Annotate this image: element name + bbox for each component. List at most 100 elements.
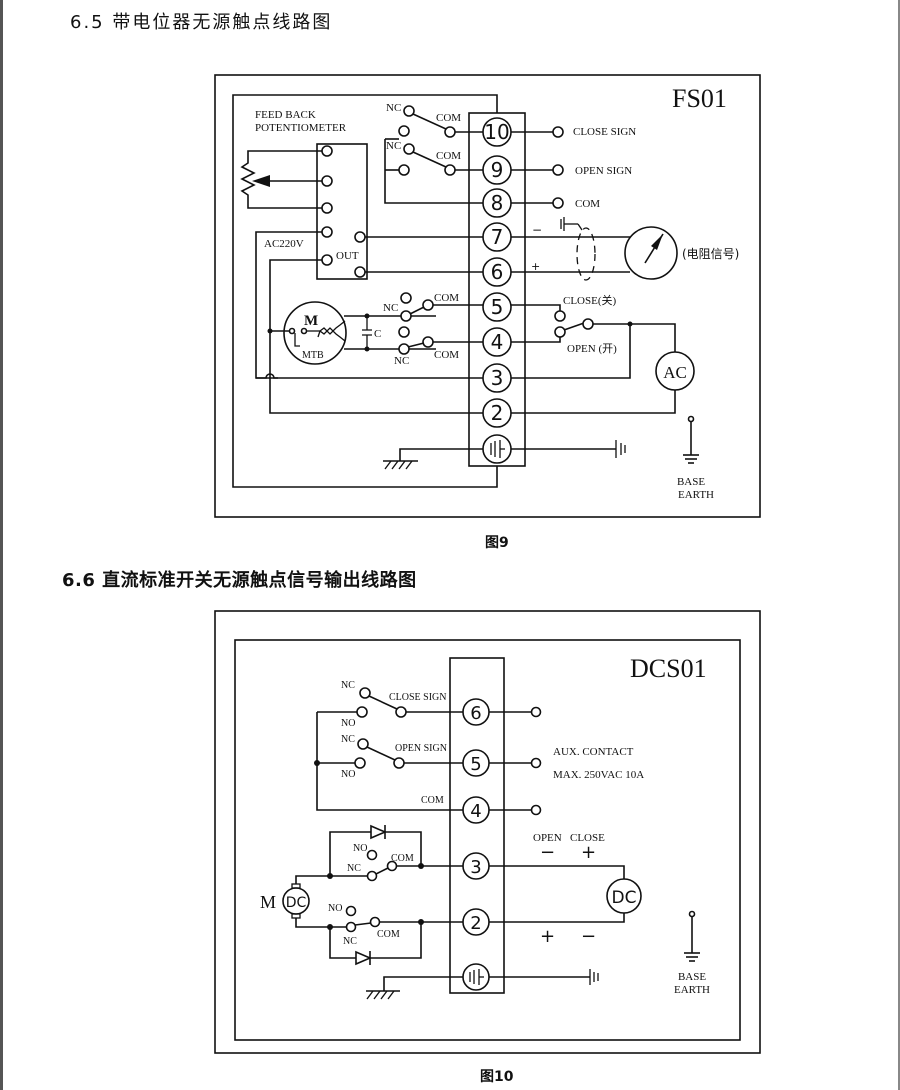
figure-caption-10: 图10 <box>480 1069 514 1085</box>
fs01-switch-common-wire <box>384 139 483 204</box>
dcs01-no-label-2: NO <box>341 769 355 780</box>
fs01-motor-label: M <box>304 313 318 329</box>
fs01-close-sign-label: CLOSE SIGN <box>573 126 636 138</box>
fs01-ground-terminal-icon <box>490 440 505 458</box>
fs01-limit-switch-open <box>398 143 483 176</box>
dcs01-com-label-4: COM <box>421 795 444 806</box>
page-edge-right <box>898 0 900 1090</box>
dcs01-com-label-3: COM <box>391 853 414 864</box>
fs01-potentiometer-board <box>316 143 368 280</box>
fs01-terminal-2-label: 2 <box>491 401 504 425</box>
fs01-base-label: BASE <box>677 476 705 488</box>
dcs01-chassis-ground-icon <box>366 990 400 1000</box>
fs01-wiper-arrow-icon <box>252 175 270 187</box>
fs01-nc-label-1: NC <box>386 102 401 114</box>
dcs01-ground-terminal-icon <box>469 969 484 985</box>
dcs01-lower-minus: − <box>581 926 596 947</box>
fs01-terminal-4-label: 4 <box>491 330 504 354</box>
dcs01-terminal-4-label: 4 <box>470 801 481 822</box>
dcs01-open-sign-label: OPEN SIGN <box>395 743 447 754</box>
dcs01-switch-common-wire <box>316 711 463 811</box>
dcs01-lower-plus: + <box>540 926 555 947</box>
dcs01-outer-frame <box>214 610 761 1054</box>
dcs01-terminals <box>462 698 490 991</box>
dcs01-open-sign-switch <box>354 738 463 769</box>
dcs01-base-earth-icon <box>684 916 700 962</box>
dcs01-open-label: OPEN <box>533 832 562 844</box>
dcs01-terminal-ground <box>462 963 490 991</box>
fs01-nc-label-2: NC <box>386 140 401 152</box>
dcs01-nc-label-1: NC <box>341 680 355 691</box>
fs01-shield-icon <box>576 227 596 281</box>
fs01-output-9-contact <box>552 164 564 176</box>
fs01-frame <box>214 74 761 518</box>
fs01-capacitor-label: C <box>374 328 381 340</box>
fs01-nc-label-4: NC <box>394 355 409 367</box>
dcs01-output-4-contact <box>530 804 542 816</box>
fs01-terminal-ground <box>482 434 512 464</box>
fs01-output-8-contact <box>552 197 564 209</box>
fs01-capacitor-icon <box>362 316 372 349</box>
fs01-switch-open-label: OPEN (开) <box>567 343 617 355</box>
fs01-feedback-label-2: POTENTIOMETER <box>255 122 347 134</box>
dcs01-close-plus: + <box>581 842 596 863</box>
dcs01-terminal-5-label: 5 <box>470 754 481 775</box>
fs01-com-label-2: COM <box>436 150 461 162</box>
fs01-mtb-label: MTB <box>302 350 324 361</box>
section-heading-6-6: 6.6 直流标准开关无源触点信号输出线路图 <box>62 570 417 591</box>
dcs01-no-label-4: NO <box>328 903 342 914</box>
fs01-switch-close-label: CLOSE(关) <box>563 293 616 307</box>
fs01-motor-switch-close <box>400 292 483 322</box>
dcs01-motor-switch-2 <box>345 905 463 933</box>
dcs01-motor-switch-3 <box>366 849 463 882</box>
dcs01-terminal-6-label: 6 <box>470 703 481 724</box>
fs01-terminal-10-label: 10 <box>484 120 509 144</box>
fs01-ac220-wire-b <box>269 259 483 414</box>
dcs01-close-sign-switch <box>356 687 463 718</box>
fs01-ground-wire <box>399 448 483 461</box>
fs01-terminal-9-label: 9 <box>491 158 504 182</box>
fs01-com-label-1: COM <box>436 112 461 124</box>
fs01-outer-loop-wire <box>232 94 498 488</box>
dcs01-nc-label-2: NC <box>341 734 355 745</box>
fs01-terminal-8-label: 8 <box>491 191 504 215</box>
dcs01-aux-contact-label: AUX. CONTACT <box>553 746 634 758</box>
fs01-limit-switch-close <box>398 105 483 138</box>
fs01-resistor-icon <box>240 150 322 209</box>
dcs01-terminal-2-label: 2 <box>470 913 481 934</box>
fs01-chassis-ground-icon <box>383 460 418 470</box>
dcs01-close-sign-label: CLOSE SIGN <box>389 692 447 703</box>
dcs01-terminal-3-label: 3 <box>470 857 481 878</box>
dcs01-output-5-contact <box>530 757 542 769</box>
fs01-motor-icon <box>283 301 347 365</box>
fs01-terminal-block <box>468 112 526 467</box>
fs01-terminal-5-label: 5 <box>491 295 504 319</box>
fs01-shield-ground-icon <box>560 217 583 231</box>
dcs01-earth-terminal-icon <box>589 969 599 985</box>
fs01-motor-switch-open <box>398 326 483 355</box>
fs01-model-label: FS01 <box>672 84 727 113</box>
fs01-terminal-3-label: 3 <box>491 366 504 390</box>
fs01-plus-label: + <box>531 260 540 273</box>
dcs01-output-6-contact <box>530 706 542 718</box>
fs01-earth-terminal-icon <box>615 440 626 458</box>
fs01-earth-label: EARTH <box>678 489 714 501</box>
fs01-output-10-contact <box>552 126 564 138</box>
dcs01-open-minus: − <box>540 842 555 863</box>
fs01-out-label: OUT <box>336 250 359 262</box>
dcs01-max-rating-label: MAX. 250VAC 10A <box>553 769 644 781</box>
dcs01-dc-label: DC <box>612 888 637 908</box>
fs01-com-label-3: COM <box>434 292 459 304</box>
fs01-base-earth-icon <box>683 421 699 464</box>
dcs01-diode-upper-icon <box>370 824 388 840</box>
fs01-supply-label: AC220V <box>264 238 304 250</box>
dcs01-motor-m-label: M <box>260 892 276 912</box>
fs01-ac-label: AC <box>663 363 687 382</box>
dcs01-base-label: BASE <box>678 971 706 983</box>
fs01-terminal-7-label: 7 <box>491 225 504 249</box>
dcs01-ground-wire <box>383 976 463 991</box>
section-heading-6-5: 6.5 带电位器无源触点线路图 <box>70 12 333 33</box>
dcs01-terminal-block <box>449 657 505 994</box>
dcs01-close-label: CLOSE <box>570 832 605 844</box>
dcs01-com-label-5: COM <box>377 929 400 940</box>
